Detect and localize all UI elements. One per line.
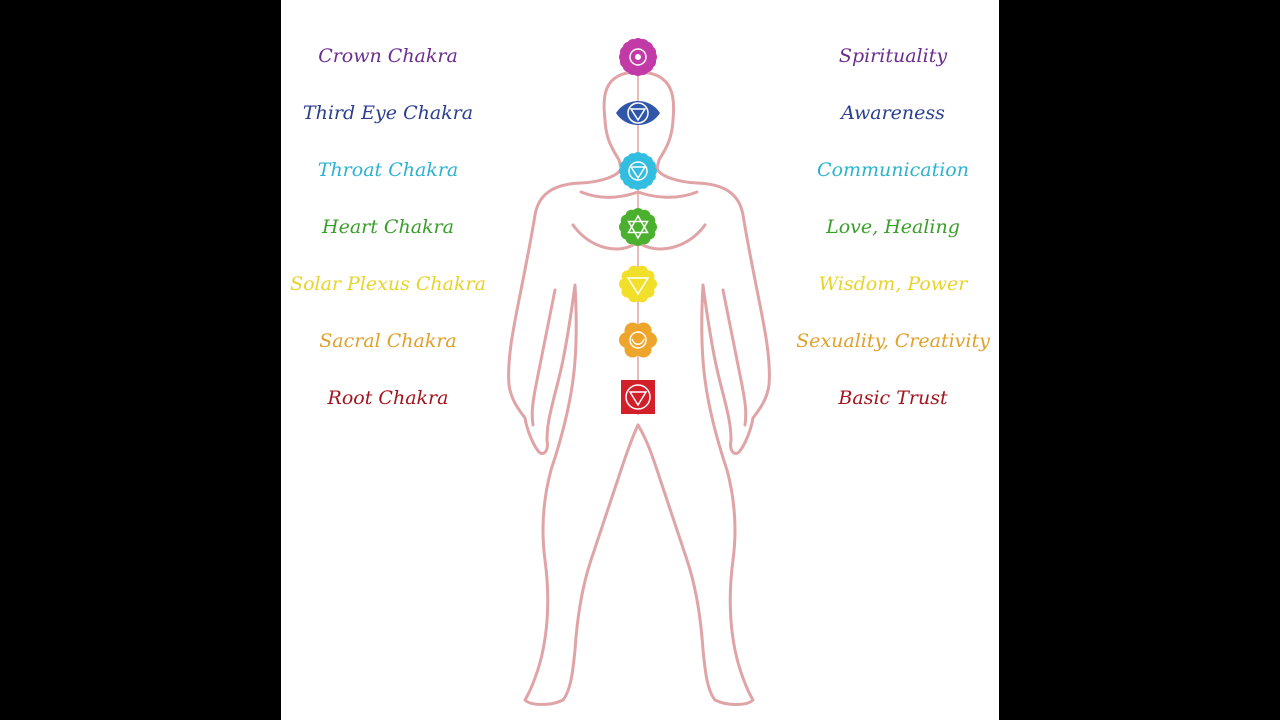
chakra-name-third-eye: Third Eye Chakra xyxy=(302,102,474,124)
crescent-icon xyxy=(619,322,657,358)
right-side-outline xyxy=(636,166,771,706)
left-arm-inner xyxy=(530,288,557,427)
left-side-outline xyxy=(507,166,640,706)
throat-icon xyxy=(619,152,657,190)
chakra-name-solar-plexus: Solar Plexus Chakra xyxy=(290,273,486,295)
chakra-symbols xyxy=(616,38,660,414)
chakra-meaning-crown: Spirituality xyxy=(838,45,948,67)
chakra-name-heart: Heart Chakra xyxy=(322,216,454,238)
chakra-meaning-heart: Love, Healing xyxy=(826,216,960,238)
chakra-meaning-throat: Communication xyxy=(817,159,969,181)
chakra-meaning-third-eye: Awareness xyxy=(841,102,945,124)
chakra-name-sacral: Sacral Chakra xyxy=(319,330,457,352)
chakra-name-crown: Crown Chakra xyxy=(318,45,458,67)
right-arm-inner xyxy=(721,288,748,427)
chakra-meaning-sacral: Sexuality, Creativity xyxy=(796,330,990,352)
chakra-name-throat: Throat Chakra xyxy=(317,159,459,181)
square-icon xyxy=(621,380,655,414)
chakra-name-root: Root Chakra xyxy=(327,387,449,409)
eye-icon xyxy=(616,101,660,125)
human-body-outline xyxy=(507,38,771,706)
lotus-icon xyxy=(619,38,657,76)
triangle-icon xyxy=(619,265,657,303)
chakra-meaning-root: Basic Trust xyxy=(838,387,948,409)
collarbone xyxy=(579,190,699,199)
diagram-panel: Crown Chakra Third Eye Chakra Throat Cha… xyxy=(281,0,999,720)
hexagram-icon xyxy=(619,208,657,246)
chakra-meaning-solar-plexus: Wisdom, Power xyxy=(818,273,968,295)
